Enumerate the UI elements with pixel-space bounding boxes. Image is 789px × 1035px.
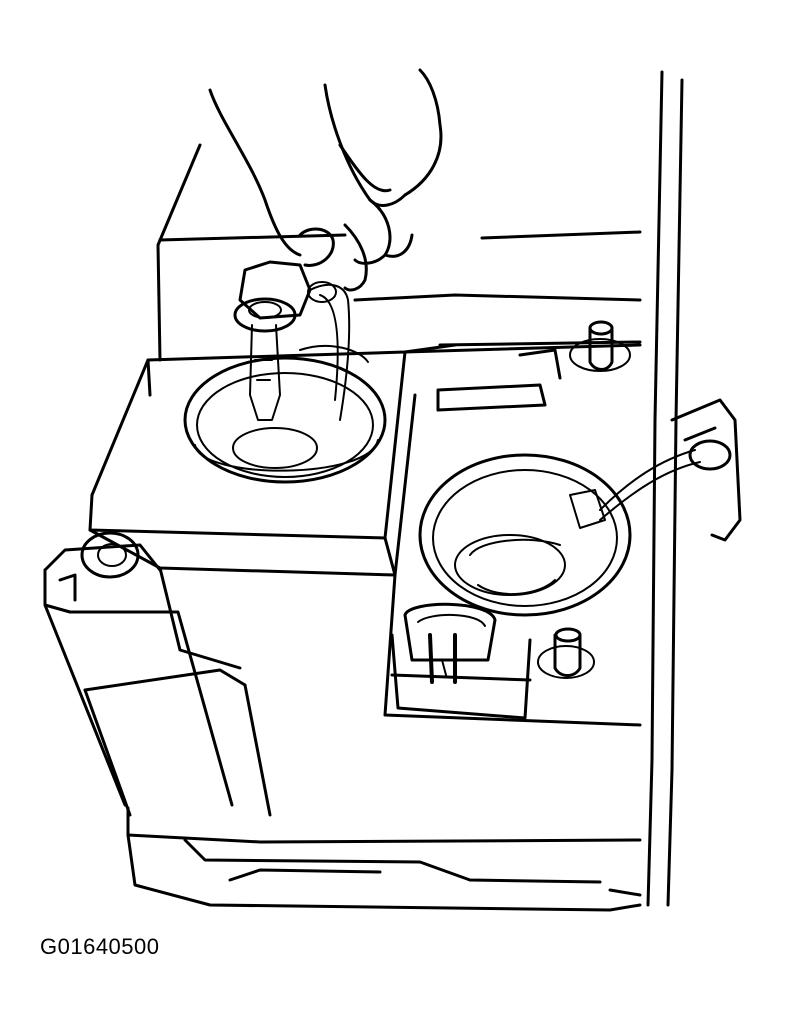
rear-panel	[156, 143, 642, 412]
figure-code: G01640500	[40, 934, 160, 959]
halogen-bulb	[233, 260, 312, 421]
lower-base	[126, 806, 642, 912]
upper-bulb-socket	[183, 345, 387, 484]
side-module	[43, 531, 272, 817]
bulb-wiring	[307, 281, 351, 421]
adjuster-posts	[537, 320, 631, 679]
fender-edge	[646, 70, 684, 907]
lower-bulb-socket	[418, 453, 632, 617]
hands	[208, 68, 443, 292]
side-connector	[599, 398, 742, 542]
electrical-plug	[390, 602, 532, 720]
